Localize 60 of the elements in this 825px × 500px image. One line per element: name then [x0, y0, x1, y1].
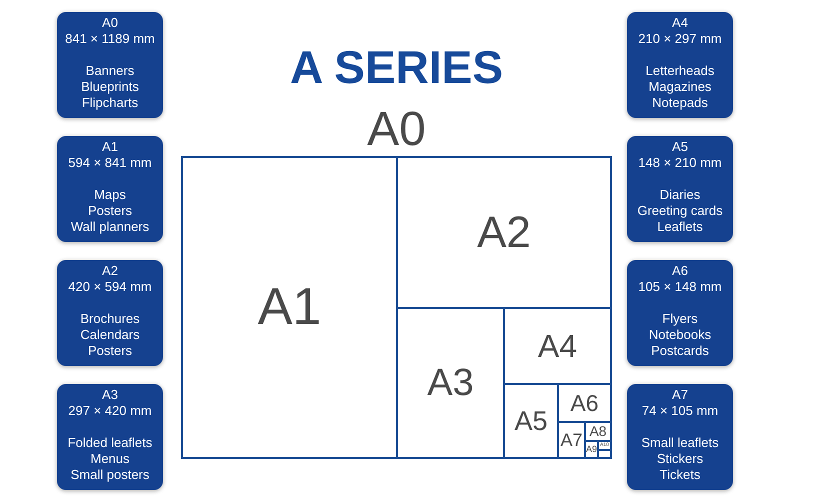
- dimension-text: 420 × 594 mm: [68, 279, 152, 295]
- info-card: [627, 384, 733, 490]
- use-item: Wall planners: [70, 219, 150, 235]
- dimension-text: 210 × 297 mm: [638, 31, 722, 47]
- use-item: Notebooks: [648, 327, 712, 343]
- size-label: A7: [560, 430, 583, 450]
- use-item: Calendars: [80, 327, 140, 343]
- dimension-text: 594 × 841 mm: [68, 155, 152, 171]
- size-label: A4: [538, 329, 578, 363]
- size-label: A2: [477, 210, 531, 256]
- use-item: Small posters: [70, 467, 150, 483]
- use-item: Flyers: [662, 311, 698, 327]
- use-item: Greeting cards: [637, 203, 723, 219]
- size-label: A9: [586, 445, 598, 454]
- size-name: A7: [672, 387, 688, 403]
- use-item: Posters: [88, 203, 132, 219]
- size-label: A8: [589, 424, 607, 439]
- info-card: [627, 12, 733, 118]
- info-card: [57, 260, 163, 366]
- size-name: A6: [672, 263, 688, 279]
- use-item: Banners: [86, 63, 134, 79]
- use-item: Stickers: [656, 451, 704, 467]
- title: A SERIES: [290, 42, 504, 92]
- use-item: Small leaflets: [641, 435, 719, 451]
- size-name: A2: [102, 263, 118, 279]
- size-name: A0: [102, 15, 118, 31]
- info-card: [57, 136, 163, 242]
- size-name: A1: [102, 139, 118, 155]
- size-name: A5: [672, 139, 688, 155]
- dimension-text: 74 × 105 mm: [642, 403, 718, 419]
- dimension-text: 105 × 148 mm: [638, 279, 722, 295]
- use-item: Diaries: [660, 187, 700, 203]
- use-item: Notepads: [652, 95, 708, 111]
- use-item: Posters: [88, 343, 132, 359]
- size-label: A5: [514, 407, 548, 435]
- use-item: Magazines: [648, 79, 712, 95]
- use-item: Maps: [94, 187, 126, 203]
- use-item: Menus: [90, 451, 130, 467]
- info-card: [57, 384, 163, 490]
- size-label: A1: [258, 280, 322, 335]
- size-label: A0: [367, 106, 426, 154]
- use-item: Brochures: [80, 311, 140, 327]
- size-name: A3: [102, 387, 118, 403]
- info-card: [627, 136, 733, 242]
- size-label: A6: [570, 391, 599, 415]
- size-label: A3: [427, 363, 474, 403]
- dimension-text: 148 × 210 mm: [638, 155, 722, 171]
- use-item: Blueprints: [81, 79, 139, 95]
- paper-sheet: [597, 440, 612, 451]
- use-item: Postcards: [651, 343, 709, 359]
- use-item: Tickets: [660, 467, 700, 483]
- dimension-text: 841 × 1189 mm: [65, 31, 155, 47]
- use-item: Flipcharts: [82, 95, 138, 111]
- info-card: [57, 12, 163, 118]
- use-item: Folded leaflets: [68, 435, 152, 451]
- dimension-text: 297 × 420 mm: [68, 403, 152, 419]
- info-card: [627, 260, 733, 366]
- size-name: A4: [672, 15, 688, 31]
- use-item: Leaflets: [657, 219, 703, 235]
- use-item: Letterheads: [646, 63, 714, 79]
